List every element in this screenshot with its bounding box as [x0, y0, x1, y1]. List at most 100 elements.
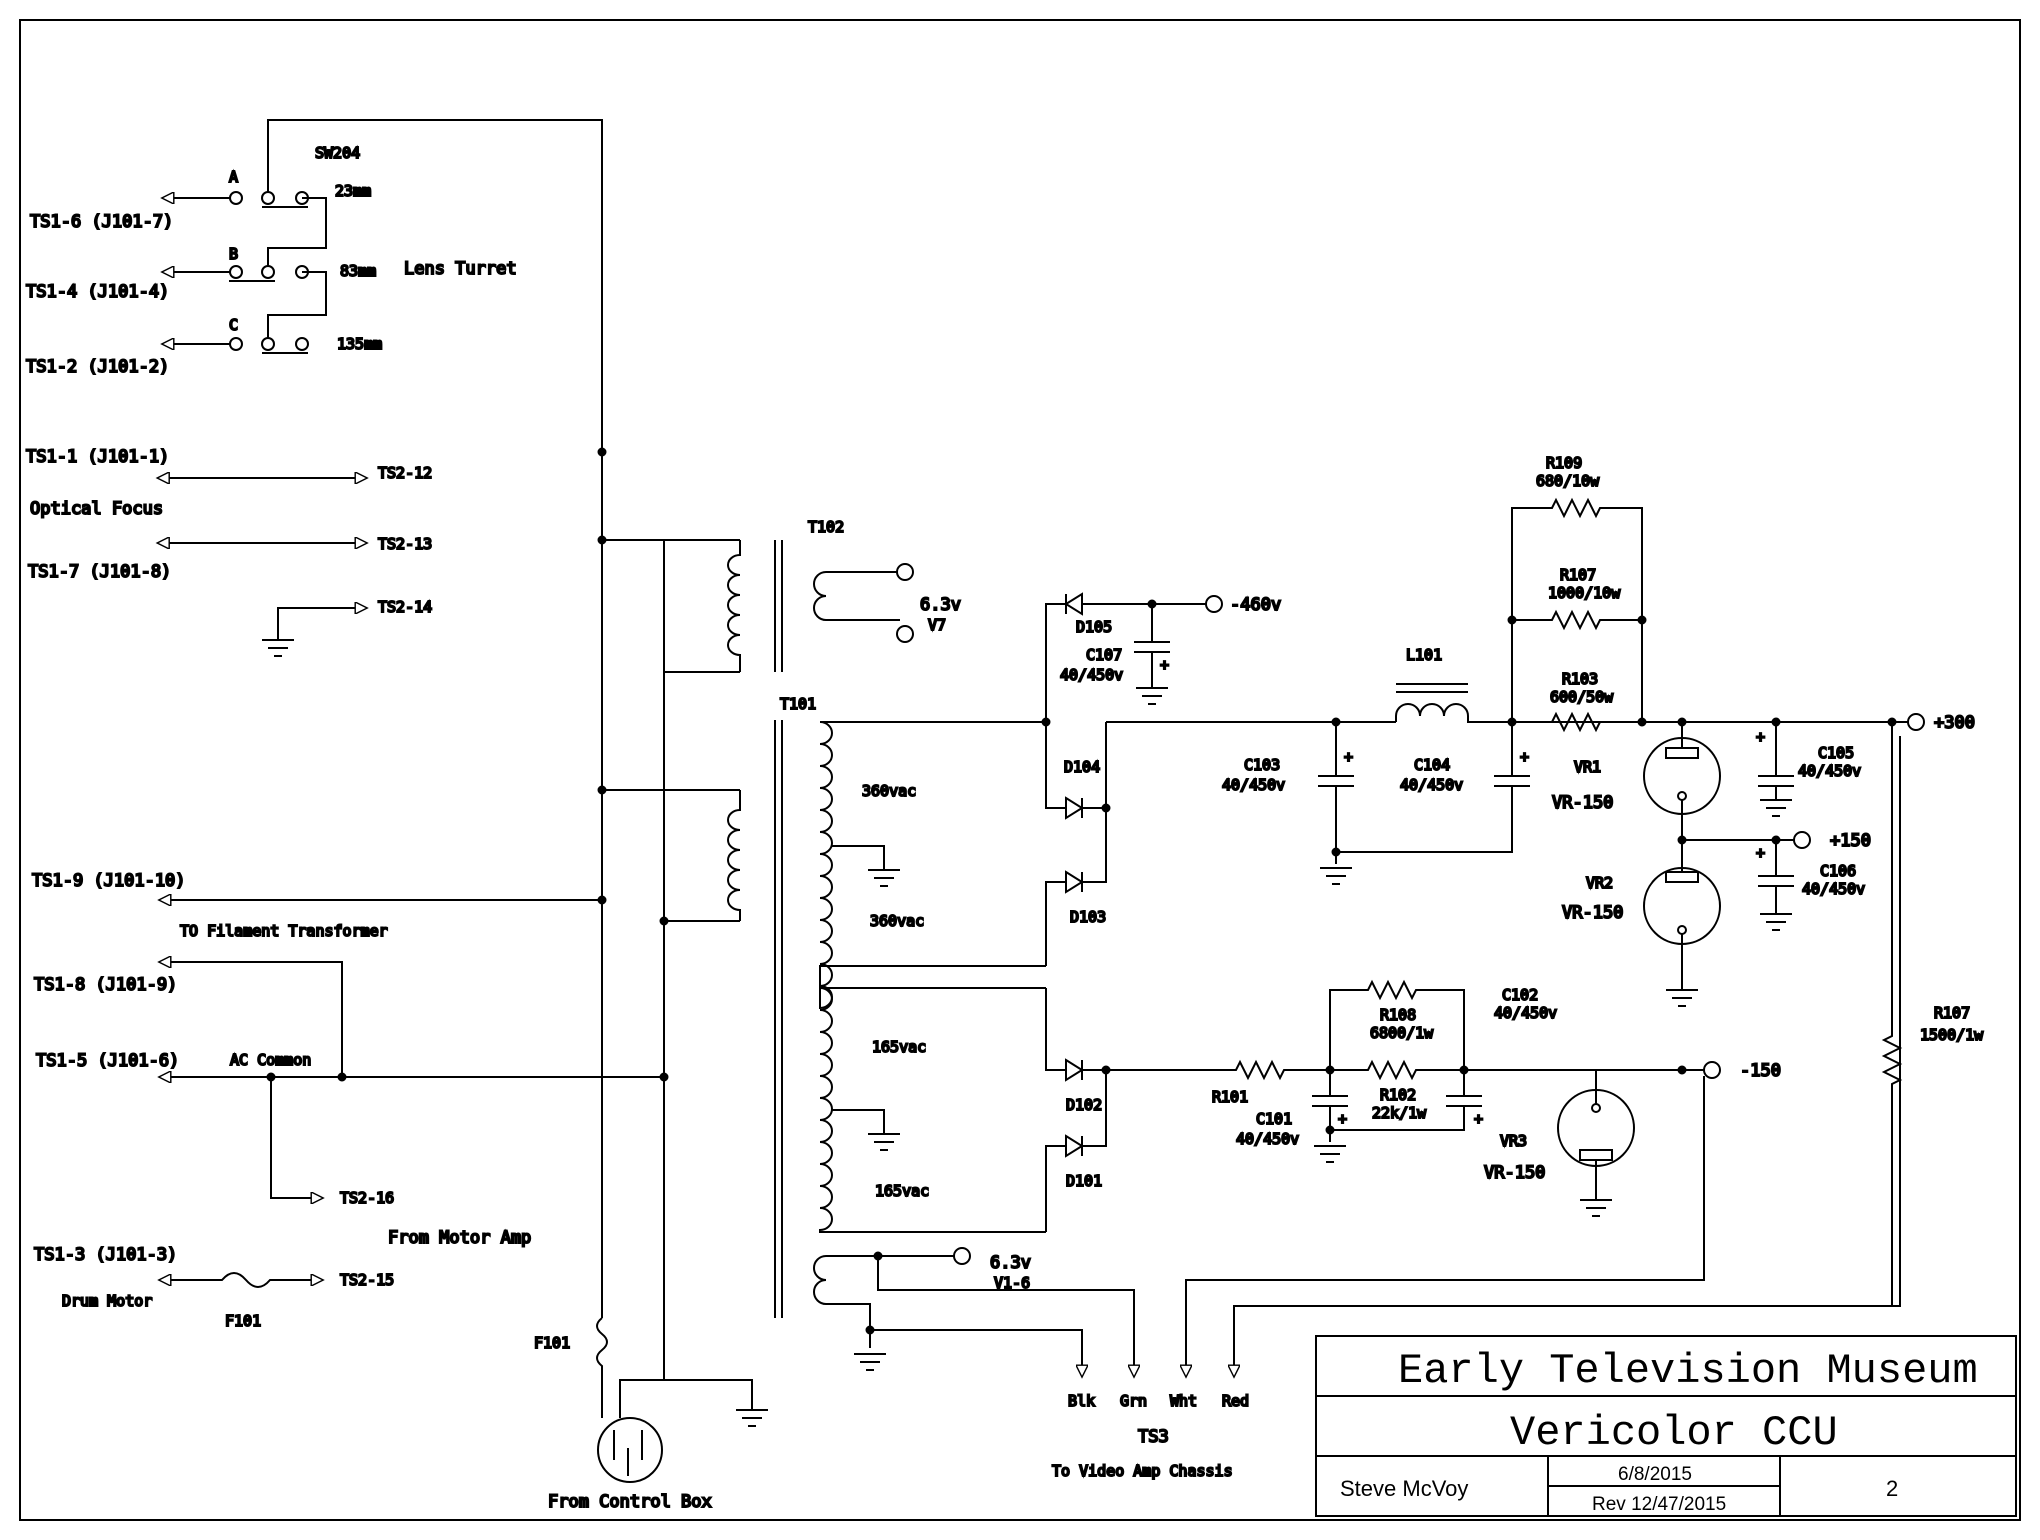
terminal-labels: TS1-6 (J101-7) TS1-4 (J101-4) TS1-2 (J10… — [25, 211, 713, 1513]
svg-text:+: + — [1338, 1110, 1347, 1128]
c103-val-label: 40/450v — [1222, 776, 1285, 794]
vr3-type-label: VR-150 — [1484, 1163, 1545, 1183]
ts3-desc-label: To Video Amp Chassis — [1052, 1462, 1233, 1480]
tb-drawing-title: Vericolor CCU — [1510, 1409, 1838, 1457]
tb-sheet: 2 — [1886, 1476, 1898, 1501]
lens-135mm-label: 135mm — [337, 335, 382, 353]
c106-label: C106 — [1820, 862, 1856, 880]
optical-focus-label: Optical Focus — [30, 499, 163, 519]
ts2-12-label: TS2-12 — [378, 464, 432, 482]
c102-val-label: 40/450v — [1494, 1004, 1557, 1022]
svg-text:+: + — [1520, 748, 1529, 766]
c107-val-label: 40/450v — [1060, 666, 1123, 684]
r101-label: R101 — [1212, 1088, 1248, 1106]
ts1-2-label: TS1-2 (J101-2) — [26, 357, 169, 377]
lv-upper-label: 165vac — [872, 1038, 926, 1056]
ts2-13-label: TS2-13 — [378, 535, 432, 553]
ts3-label: TS3 — [1138, 1427, 1169, 1447]
d101-label: D101 — [1066, 1172, 1102, 1190]
title-block: Early Television Museum Vericolor CCU St… — [1315, 1335, 2017, 1517]
sw204-label: SW204 — [315, 144, 360, 162]
svg-text:+: + — [1474, 1110, 1483, 1128]
hv-upper-label: 360vac — [862, 782, 916, 800]
ts1-5-label: TS1-5 (J101-6) — [36, 1051, 179, 1071]
vr2-type-label: VR-150 — [1562, 903, 1623, 923]
lv-lower-label: 165vac — [875, 1182, 929, 1200]
ac-common-label: AC Common — [230, 1051, 311, 1069]
r109-label: R109 — [1546, 454, 1582, 472]
pos-b-label: B — [229, 245, 238, 263]
d103-label: D103 — [1070, 908, 1106, 926]
t102-label: T102 — [808, 518, 844, 536]
hv-supply: + -460v D105 C107 40/450v D104 D103 L101… — [1041, 453, 1985, 1306]
ts2-16-label: TS2-16 — [340, 1189, 394, 1207]
ts1-8-label: TS1-8 (J101-9) — [34, 975, 177, 995]
c107-label: C107 — [1086, 646, 1122, 664]
pos-c-label: C — [229, 316, 238, 334]
r102-val-label: 22k/1w — [1372, 1104, 1427, 1122]
vr1-label: VR1 — [1574, 758, 1601, 776]
transformer-t101: T101 360vac 360vac 165vac 165vac 6.3v V1… — [727, 694, 1134, 1376]
ts1-9-label: TS1-9 (J101-10) — [32, 871, 186, 891]
tb-author: Steve McVoy — [1340, 1476, 1468, 1501]
plus-150-label: +150 — [1830, 831, 1871, 851]
svg-text:+: + — [1756, 844, 1765, 862]
r103-label: R103 — [1562, 670, 1598, 688]
r108-label: R108 — [1380, 1006, 1416, 1024]
ts2-15-label: TS2-15 — [340, 1271, 394, 1289]
d102-label: D102 — [1066, 1096, 1102, 1114]
pos-a-label: A — [229, 168, 238, 186]
lens-23mm-label: 23mm — [335, 182, 371, 200]
r107b-val-label: 1500/1w — [1920, 1026, 1984, 1044]
ts3-blk-label: Blk — [1068, 1392, 1095, 1410]
from-control-box-label: From Control Box — [548, 1492, 712, 1512]
svg-text:+: + — [1344, 748, 1353, 766]
d104-label: D104 — [1064, 758, 1100, 776]
ts3-grn-label: Grn — [1120, 1392, 1147, 1410]
ts1-1-label: TS1-1 (J101-1) — [26, 447, 169, 467]
c101-label: C101 — [1256, 1110, 1292, 1128]
r103-val-label: 600/50w — [1550, 688, 1614, 706]
ts1-6-label: TS1-6 (J101-7) — [30, 212, 173, 232]
hv-lower-label: 360vac — [870, 912, 924, 930]
svg-text:+: + — [1756, 728, 1765, 746]
tb-date: 6/8/2015 — [1618, 1464, 1692, 1485]
c101-val-label: 40/450v — [1236, 1130, 1299, 1148]
minus-150-label: -150 — [1740, 1061, 1781, 1081]
ts3-wht-label: Wht — [1170, 1392, 1197, 1410]
ts2-14-label: TS2-14 — [378, 598, 432, 616]
c104-label: C104 — [1414, 756, 1450, 774]
t102-out-label: 6.3v — [920, 595, 961, 615]
lens-turret-label: Lens Turret — [404, 259, 517, 279]
minus-460-label: -460v — [1230, 595, 1281, 615]
t102-tube-label: V7 — [928, 616, 946, 634]
d105-label: D105 — [1076, 618, 1112, 636]
c105-val-label: 40/450v — [1798, 762, 1861, 780]
plus-300-label: +300 — [1934, 713, 1975, 733]
from-motor-amp-label: From Motor Amp — [388, 1228, 531, 1248]
c104-val-label: 40/450v — [1400, 776, 1463, 794]
f101-main-label: F101 — [534, 1334, 570, 1352]
lens-turret-switch: SW204 Lens Turret A B C 23mm 83mm 135mm — [163, 119, 603, 1318]
r107a-val-label: 1000/10w — [1548, 584, 1621, 602]
r107a-label: R107 — [1560, 566, 1596, 584]
r109-val-label: 680/10w — [1536, 472, 1600, 490]
ts1-3-label: TS1-3 (J101-3) — [34, 1245, 177, 1265]
c102-label: C102 — [1502, 986, 1538, 1004]
f101-drum-label: F101 — [225, 1312, 261, 1330]
ts3-connector: Blk Grn Wht Red TS3 To Video Amp Chassis — [1051, 736, 1901, 1481]
l101-label: L101 — [1406, 646, 1442, 664]
ts1-7-label: TS1-7 (J101-8) — [28, 562, 171, 582]
ts3-red-label: Red — [1222, 1392, 1249, 1410]
fil-out-label: 6.3v — [990, 1253, 1031, 1273]
ts1-4-label: TS1-4 (J101-4) — [26, 282, 169, 302]
r107b-label: R107 — [1934, 1004, 1970, 1022]
transformer-t102: T102 6.3v V7 — [727, 517, 962, 672]
tb-org: Early Television Museum — [1398, 1347, 1978, 1395]
ac-input — [596, 447, 768, 1483]
c106-val-label: 40/450v — [1802, 880, 1865, 898]
c103-label: C103 — [1244, 756, 1280, 774]
t101-label: T101 — [780, 695, 816, 713]
vr3-label: VR3 — [1500, 1132, 1527, 1150]
